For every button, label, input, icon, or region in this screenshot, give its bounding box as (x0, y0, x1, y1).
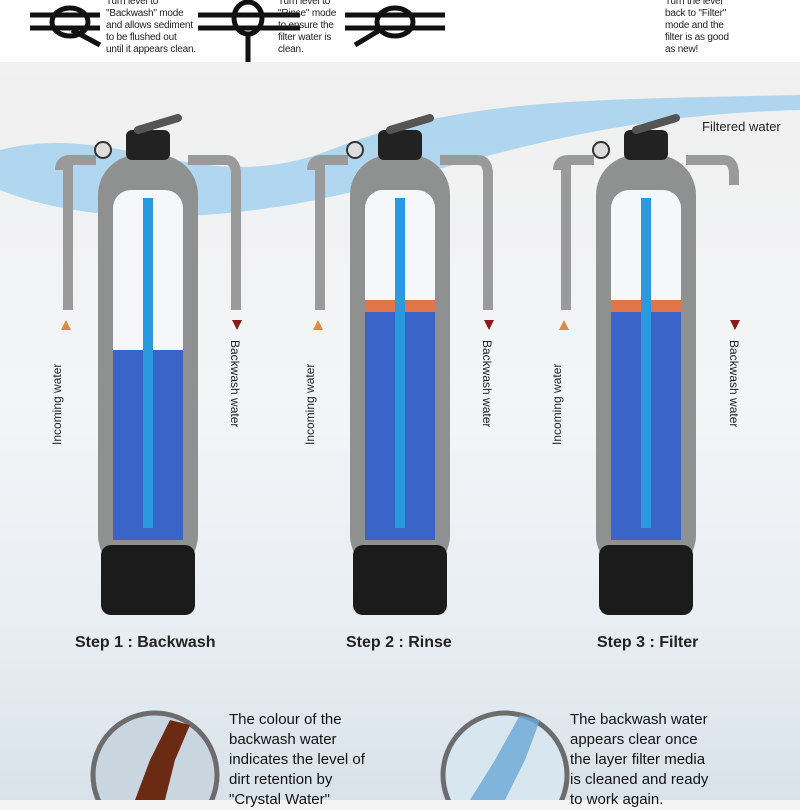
filtered-water-label: Filtered water (702, 119, 781, 134)
outlet-pipe-1 (188, 155, 241, 310)
tanks (55, 114, 740, 615)
valve-icon-backwash (30, 5, 102, 48)
step-3-label: Step 3 : Filter (597, 634, 699, 651)
incoming-arrow-1 (61, 320, 71, 330)
outlet-pipe-3 (686, 155, 739, 185)
pressure-gauge-3 (592, 141, 610, 159)
incoming-water-label-2: Incoming water (303, 363, 317, 445)
valve-head-1 (126, 130, 170, 160)
tank-base-3 (599, 545, 693, 615)
pressure-gauge-1 (94, 141, 112, 159)
inlet-pipe-3 (553, 155, 594, 310)
backwash-water-label-2: Backwash water (480, 340, 494, 428)
inlet-pipe-2 (307, 155, 348, 310)
backwash-arrow-2 (484, 320, 494, 330)
valve-head-3 (624, 130, 668, 160)
pressure-gauge-2 (346, 141, 364, 159)
note-dirty-water: The colour of the backwash water indicat… (229, 711, 365, 808)
valve-icons (30, 0, 445, 62)
outlet-pipe-2 (440, 155, 493, 310)
instruction-backwash: Turn level to "Backwash" mode and allows… (106, 0, 196, 55)
valve-icon-filter (345, 5, 445, 48)
valve-icon-rinse (198, 0, 300, 62)
incoming-water-label-1: Incoming water (50, 363, 64, 445)
inlet-pipe-1 (55, 155, 96, 310)
tank-base-1 (101, 545, 195, 615)
note-clear-water: The backwash water appears clear once th… (570, 711, 709, 808)
center-tube-2 (395, 198, 405, 528)
backwash-water-label-1: Backwash water (228, 340, 242, 428)
valve-head-2 (378, 130, 422, 160)
step-1-label: Step 1 : Backwash (75, 634, 216, 651)
incoming-water-label-3: Incoming water (550, 363, 564, 445)
backwash-arrow-3 (730, 320, 740, 330)
instruction-rinse: Turn level to "Rinse" mode to ensure the… (278, 0, 337, 55)
instruction-filter: Turn the level back to "Filter" mode and… (665, 0, 729, 55)
tank-base-2 (353, 545, 447, 615)
valve-lever-3 (632, 114, 680, 134)
backwash-arrow-1 (232, 320, 242, 330)
valve-lever-2 (386, 114, 434, 134)
incoming-arrow-2 (313, 320, 323, 330)
valve-lever-1 (134, 114, 182, 134)
incoming-arrow-3 (559, 320, 569, 330)
center-tube-1 (143, 198, 153, 528)
backwash-water-label-3: Backwash water (727, 340, 741, 428)
step-2-label: Step 2 : Rinse (346, 634, 452, 651)
center-tube-3 (641, 198, 651, 528)
